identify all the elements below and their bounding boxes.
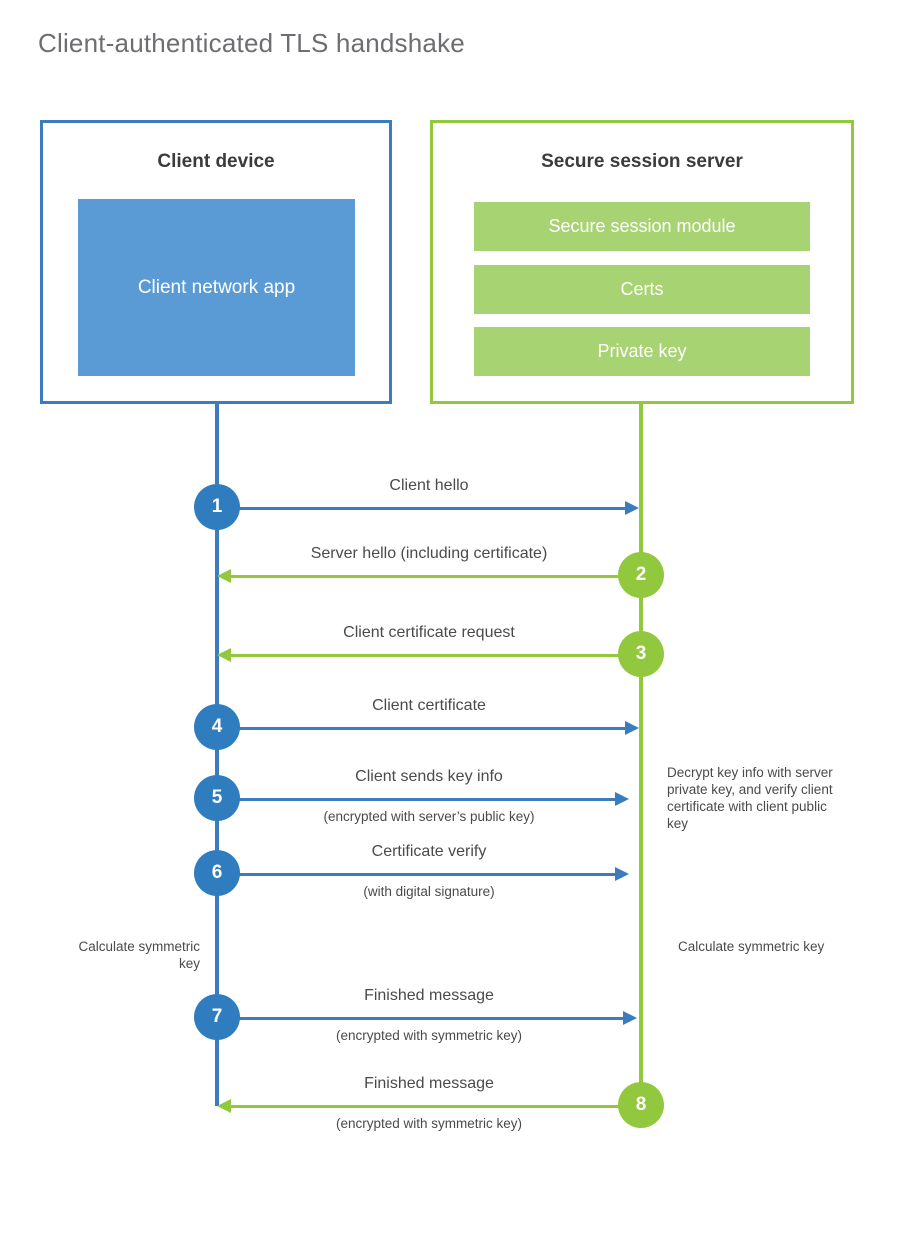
client-network-app-block: Client network app: [78, 199, 355, 376]
message-label-step-4: Client certificate: [372, 697, 486, 714]
step-badge-1[interactable]: 1: [194, 484, 240, 530]
message-label-step-5: Client sends key info: [355, 768, 503, 785]
message-label-step-7: Finished message: [364, 987, 494, 1004]
arrowhead-left-step-8: [217, 1099, 231, 1113]
client-device-box: Client device Client network app: [40, 120, 392, 404]
arrowhead-right-step-1: [625, 501, 639, 515]
message-label-step-3: Client certificate request: [343, 624, 515, 641]
arrowhead-left-step-3: [217, 648, 231, 662]
message-sublabel-step-7: (encrypted with symmetric key): [335, 1028, 523, 1043]
server-component-certs: Certs: [474, 265, 810, 314]
message-sublabel-step-6: (with digital signature): [363, 884, 495, 899]
arrowhead-right-step-5: [615, 792, 629, 806]
arrowhead-left-step-2: [217, 569, 231, 583]
secure-session-server-title: Secure session server: [541, 151, 743, 172]
client-note-calculate-symmetric-key: Calculate symmetric key: [78, 939, 200, 971]
page-title: Client-authenticated TLS handshake: [38, 28, 465, 58]
server-lifeline: [639, 403, 643, 1106]
step-badge-7[interactable]: 7: [194, 994, 240, 1040]
step-badge-3[interactable]: 3: [618, 631, 664, 677]
arrowhead-right-step-7: [623, 1011, 637, 1025]
message-line-step-1: [217, 507, 627, 510]
server-component-private-key: Private key: [474, 327, 810, 376]
message-line-step-3: [231, 654, 641, 657]
message-sublabel-step-5: (encrypted with server’s public key): [323, 809, 535, 824]
step-badge-6[interactable]: 6: [194, 850, 240, 896]
message-line-step-4: [217, 727, 627, 730]
server-note-decrypt-key-info: Decrypt key info with server private key…: [667, 765, 833, 831]
client-device-title: Client device: [157, 151, 275, 172]
arrowhead-right-step-6: [615, 867, 629, 881]
message-label-step-6: Certificate verify: [371, 843, 487, 860]
secure-session-server-box: Secure session server Secure session mod…: [430, 120, 854, 404]
message-line-step-6: [217, 873, 617, 876]
message-label-step-2: Server hello (including certificate): [310, 545, 548, 562]
arrowhead-right-step-4: [625, 721, 639, 735]
step-badge-2[interactable]: 2: [618, 552, 664, 598]
message-line-step-5: [217, 798, 617, 801]
step-badge-4[interactable]: 4: [194, 704, 240, 750]
step-badge-8[interactable]: 8: [618, 1082, 664, 1128]
message-line-step-8: [231, 1105, 641, 1108]
message-label-step-1: Client hello: [389, 477, 469, 494]
message-line-step-7: [217, 1017, 625, 1020]
message-line-step-2: [231, 575, 641, 578]
step-badge-5[interactable]: 5: [194, 775, 240, 821]
server-note-calculate-symmetric-key: Calculate symmetric key: [678, 939, 825, 954]
server-component-secure-session-module: Secure session module: [474, 202, 810, 251]
message-label-step-8: Finished message: [364, 1075, 494, 1092]
message-sublabel-step-8: (encrypted with symmetric key): [335, 1116, 523, 1131]
client-lifeline: [215, 403, 219, 1106]
